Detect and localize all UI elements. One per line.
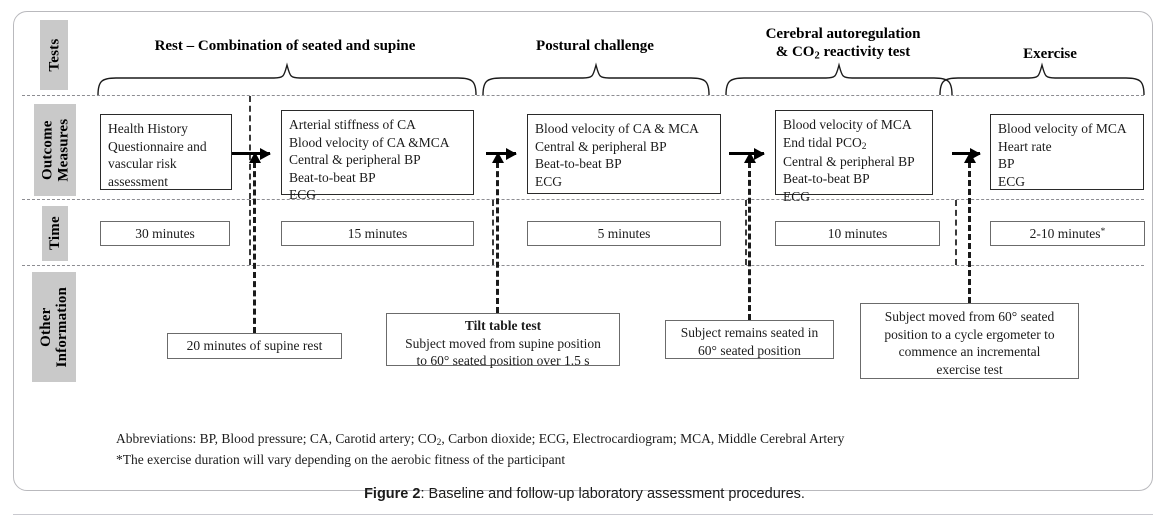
column-divider-1-time — [249, 200, 251, 265]
info-box-tilt-table-line2: to 60° seated position over 1.5 s — [416, 353, 590, 369]
row-label-outcome-measures: Outcome Measures — [34, 104, 76, 196]
info-box-seated-line1: Subject remains seated in — [680, 325, 819, 340]
info-box-tilt-table-title: Tilt table test — [464, 318, 542, 333]
time-box-2: 15 minutes — [281, 221, 474, 246]
info-box-seated-line2: 60° seated position — [698, 342, 801, 358]
footnote-abbreviations-post: , Carbon dioxide; ECG, Electrocardiogram… — [441, 431, 845, 446]
time-box-3: 5 minutes — [527, 221, 721, 246]
outcome-line-endtidal: End tidal PCO2 — [783, 134, 925, 153]
column-divider-1-top — [249, 96, 251, 199]
info-box-ergometer: Subject moved from 60° seated position t… — [860, 303, 1079, 379]
separator-outcome-time — [22, 199, 1144, 200]
outcome-line: Blood velocity of MCA — [783, 117, 912, 132]
test-heading-exercise: Exercise — [1023, 46, 1077, 62]
figure-caption-label: Figure 2 — [364, 486, 421, 502]
outcome-line: Questionnaire and — [108, 138, 207, 154]
info-box-tilt-table: Tilt table test Subject moved from supin… — [386, 313, 620, 368]
test-heading-cerebral-subscript: 2 — [814, 49, 820, 61]
row-label-other-information-text: Other Information — [37, 286, 71, 368]
time-box-5: 2-10 minutes* — [990, 221, 1145, 246]
outcome-line: Heart rate — [998, 138, 1052, 154]
time-box-1: 30 minutes — [100, 221, 230, 246]
info-box-ergometer-line4: exercise test — [936, 361, 1003, 377]
outcome-line: BP — [998, 156, 1015, 172]
outcome-line: vascular risk — [108, 156, 177, 172]
outcome-line: Central & peripheral BP — [783, 153, 915, 169]
dashed-arrow-supine-rest — [248, 152, 261, 333]
outcome-line: Central & peripheral BP — [289, 152, 421, 168]
outcome-box-health-history: Health History Questionnaire and vascula… — [100, 114, 232, 190]
outcome-line: Blood velocity of CA &MCA — [289, 134, 450, 150]
info-box-ergometer-line3: commence an incremental — [898, 344, 1041, 360]
outcome-line-endtidal-subscript: 2 — [861, 141, 867, 152]
outcome-box-rest: Arterial stiffness of CA Blood velocity … — [281, 110, 474, 202]
row-label-tests-text: Tests — [45, 38, 62, 72]
time-box-5-value: 2-10 minutes — [1029, 225, 1101, 241]
outcome-line: ECG — [535, 173, 562, 189]
test-heading-cerebral: Cerebral autoregulation & CO2 reactivity… — [728, 26, 958, 62]
separator-time-other — [22, 265, 1144, 266]
time-box-4: 10 minutes — [775, 221, 940, 246]
column-divider-3-time — [745, 200, 747, 265]
time-box-5-asterisk: * — [1100, 225, 1106, 237]
figure-caption: Figure 2: Baseline and follow-up laborat… — [0, 486, 1169, 502]
info-box-supine-rest: 20 minutes of supine rest — [167, 333, 342, 359]
outcome-line: ECG — [998, 173, 1025, 189]
info-box-supine-rest-text: 20 minutes of supine rest — [186, 338, 323, 354]
brace-cerebral — [725, 62, 953, 96]
time-box-4-text: 10 minutes — [827, 225, 888, 241]
footnote-abbreviations-subscript: 2 — [436, 438, 442, 449]
info-box-tilt-table-line1: Subject moved from supine position — [405, 335, 601, 351]
time-box-5-text: 2-10 minutes* — [1030, 225, 1106, 243]
column-divider-4-time — [955, 200, 957, 265]
test-heading-rest: Rest – Combination of seated and supine — [154, 38, 416, 54]
footnote-abbreviations-pre: Abbreviations: BP, Blood pressure; CA, C… — [116, 431, 437, 446]
figure-caption-text: : Baseline and follow-up laboratory asse… — [420, 486, 805, 502]
bottom-rule — [13, 514, 1153, 515]
brace-postural — [482, 62, 710, 96]
row-label-time-text: Time — [46, 216, 63, 251]
outcome-line-endtidal-text: End tidal PCO — [783, 134, 862, 150]
outcome-line: Health History — [108, 121, 188, 136]
time-box-2-text: 15 minutes — [347, 225, 408, 241]
time-box-1-text: 30 minutes — [135, 225, 195, 241]
outcome-line: Arterial stiffness of CA — [289, 117, 416, 132]
test-heading-postural: Postural challenge — [536, 38, 654, 54]
outcome-line: assessment — [108, 173, 168, 189]
footnote-asterisk: *The exercise duration will vary dependi… — [116, 452, 566, 467]
time-box-3-text: 5 minutes — [597, 225, 651, 241]
column-divider-2-time — [492, 200, 494, 265]
outcome-line: Blood velocity of CA & MCA — [535, 121, 699, 136]
outcome-line: Beat-to-beat BP — [535, 156, 622, 172]
outcome-line: Blood velocity of MCA — [998, 121, 1127, 136]
test-heading-cerebral-line1: Cerebral autoregulation — [765, 26, 921, 42]
separator-tests-outcome — [22, 95, 1144, 96]
row-label-time: Time — [42, 206, 68, 261]
info-box-ergometer-line1: Subject moved from 60° seated — [884, 309, 1055, 324]
brace-exercise — [939, 62, 1145, 96]
row-label-other-information: Other Information — [32, 272, 76, 382]
test-heading-cerebral-line2-post: reactivity test — [819, 43, 911, 60]
outcome-box-cerebral: Blood velocity of MCA End tidal PCO2 Cen… — [775, 110, 933, 204]
outcome-line: Beat-to-beat BP — [289, 169, 376, 185]
info-box-ergometer-line2: position to a cycle ergometer to — [884, 326, 1055, 342]
outcome-line: Beat-to-beat BP — [783, 171, 870, 187]
test-heading-cerebral-line2-pre: & CO — [775, 43, 815, 60]
row-label-outcome-measures-text: Outcome Measures — [38, 118, 72, 182]
outcome-box-exercise: Blood velocity of MCA Heart rate BP ECG — [990, 114, 1144, 190]
brace-rest — [97, 62, 477, 96]
outcome-line: ECG — [783, 189, 810, 204]
dashed-arrow-seated — [743, 152, 756, 320]
outcome-line: ECG — [289, 187, 316, 203]
row-label-tests: Tests — [40, 20, 68, 90]
footnote-abbreviations: Abbreviations: BP, Blood pressure; CA, C… — [116, 429, 844, 451]
info-box-seated: Subject remains seated in 60° seated pos… — [665, 320, 834, 359]
outcome-box-postural: Blood velocity of CA & MCA Central & per… — [527, 114, 721, 194]
outcome-line: Central & peripheral BP — [535, 138, 667, 154]
dashed-arrow-tilt-table — [491, 152, 504, 313]
dashed-arrow-ergometer — [963, 152, 976, 303]
